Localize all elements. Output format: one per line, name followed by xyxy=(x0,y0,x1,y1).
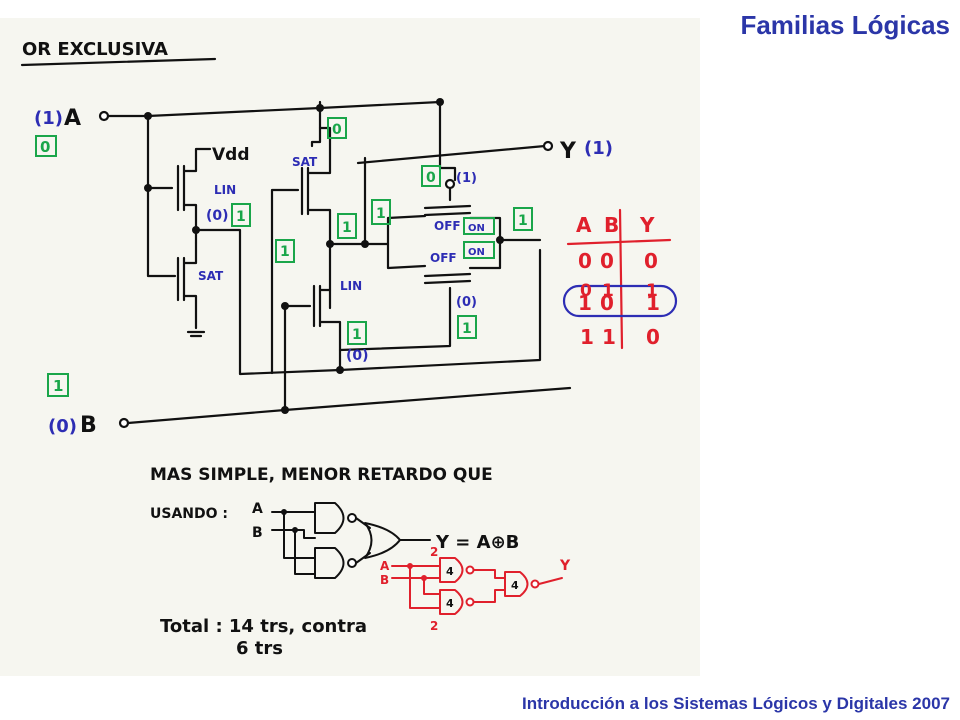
note-line1: MAS SIMPLE, MENOR RETARDO QUE xyxy=(150,465,493,485)
page-title: Familias Lógicas xyxy=(740,10,950,40)
label-on-top: ON xyxy=(468,223,485,234)
tt-cell: 0 xyxy=(646,325,660,349)
tt-cell: 0 xyxy=(644,249,658,273)
box-tg-low: 1 xyxy=(462,321,472,337)
tt-cell: 0 xyxy=(600,249,614,273)
input-b-state: (0) xyxy=(48,416,77,437)
whiteboard-sketch: OR EXCLUSIVA (1) A 0 Y (1) Vdd (0) B 1 S… xyxy=(0,18,700,676)
tt-header-b: B xyxy=(604,213,619,237)
input-b-box: 1 xyxy=(53,377,63,395)
input-a-label: A xyxy=(64,106,81,131)
gate-b-label: B xyxy=(252,525,263,541)
nand-gate-2: 4 xyxy=(446,597,454,610)
tt-cell: 1 xyxy=(646,291,660,315)
tt-cell: 1 xyxy=(602,281,614,301)
note-using: USANDO : xyxy=(150,506,228,522)
input-a-box: 0 xyxy=(40,138,50,156)
total-line1: Total : 14 trs, contra xyxy=(160,616,367,637)
tt-cell: 1 xyxy=(578,291,592,315)
nand-wire-bot: 2 xyxy=(430,619,438,633)
label-lin-mid: LIN xyxy=(340,279,362,293)
label-lin-top: LIN xyxy=(214,183,236,197)
box-node-tg: 1 xyxy=(376,206,386,222)
tt-cell: 0 xyxy=(580,281,592,301)
truth-table: A B Y 0 0 0 0 1 1 1 0 1 1 1 0 xyxy=(576,213,660,349)
state-tg: (1) xyxy=(456,171,477,186)
gate-a-label: A xyxy=(252,501,263,517)
nand-b-label: B xyxy=(380,573,389,587)
tt-cell: 0 xyxy=(578,249,592,273)
state-mid: (0) xyxy=(346,348,369,364)
label-off-top: OFF xyxy=(434,219,461,233)
nand-gate-3: 4 xyxy=(511,579,519,592)
box-node-mid: 1 xyxy=(342,220,352,236)
box-sat-gate: 0 xyxy=(332,122,342,138)
tt-cell: 0 xyxy=(600,291,614,315)
box-inv-out: 1 xyxy=(236,209,246,225)
tt-cell: 1 xyxy=(580,325,594,349)
label-off-bot: OFF xyxy=(430,251,457,265)
tt-header-a: A xyxy=(576,213,592,237)
output-state: (1) xyxy=(584,138,613,159)
label-on-bot: ON xyxy=(468,247,485,258)
tt-header-y: Y xyxy=(639,213,655,237)
label-sat-top: SAT xyxy=(292,155,318,169)
input-a-state: (1) xyxy=(34,108,63,129)
label-sat-bot: SAT xyxy=(198,269,224,283)
nand-y-label: Y xyxy=(559,558,571,574)
box-tg-top: 0 xyxy=(426,170,436,186)
output-label: Y xyxy=(559,139,577,164)
box-out: 1 xyxy=(518,213,528,229)
nand-gate-1: 4 xyxy=(446,565,454,578)
xor-cmos-circuit-diagram: OR EXCLUSIVA (1) A 0 Y (1) Vdd (0) B 1 S… xyxy=(20,39,678,659)
state-inverter: (0) xyxy=(206,208,229,224)
total-line2: 6 trs xyxy=(236,638,283,659)
xor-equation: Y = A⊕B xyxy=(435,532,519,553)
box-mid-low: 1 xyxy=(352,327,362,343)
input-b-label: B xyxy=(80,413,97,438)
tt-cell: 1 xyxy=(646,281,658,301)
sketch-title: OR EXCLUSIVA xyxy=(22,39,168,60)
footer-course-title: Introducción a los Sistemas Lógicos y Di… xyxy=(522,694,950,713)
box-left-mid: 1 xyxy=(280,244,290,260)
nand-wire-top: 2 xyxy=(430,545,438,559)
vdd-label: Vdd xyxy=(212,145,250,165)
state-tg-low: (0) xyxy=(456,295,477,310)
nand-a-label: A xyxy=(380,559,390,573)
tt-cell: 1 xyxy=(602,325,616,349)
